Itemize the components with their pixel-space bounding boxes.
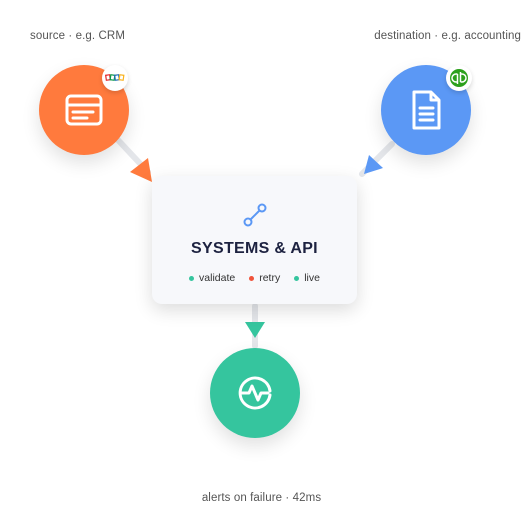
source-arrow: [130, 158, 152, 182]
status-dot: [189, 275, 195, 281]
alerts-arrow: [245, 322, 265, 338]
destination-arrow: [364, 155, 383, 174]
systems-api-card[interactable]: SYSTEMS & API validate retry live: [152, 176, 357, 304]
status-live: live: [294, 272, 320, 284]
alerts-node[interactable]: [210, 348, 300, 438]
quickbooks-logo-icon: [450, 69, 468, 87]
pulse-icon: [238, 376, 272, 410]
status-label: retry: [259, 272, 281, 284]
alerts-label: alerts on failure · 42ms: [201, 492, 322, 504]
accounting-badge: [446, 65, 472, 91]
source-label: source · e.g. CRM: [30, 30, 126, 42]
browser-window-icon: [65, 94, 103, 126]
status-validate: validate: [189, 272, 235, 284]
link-icon: [243, 203, 267, 227]
zoho-logo-icon: [105, 74, 125, 81]
status-retry: retry: [249, 272, 280, 284]
status-label: validate: [199, 272, 236, 284]
crm-badge: [102, 65, 128, 91]
card-title: SYSTEMS & API: [191, 240, 318, 257]
destination-label: destination · e.g. accounting: [374, 30, 521, 42]
status-dot: [294, 275, 300, 281]
status-label: live: [304, 272, 320, 284]
document-icon: [412, 90, 441, 130]
status-row: validate retry live: [152, 272, 357, 284]
status-dot: [249, 275, 255, 281]
